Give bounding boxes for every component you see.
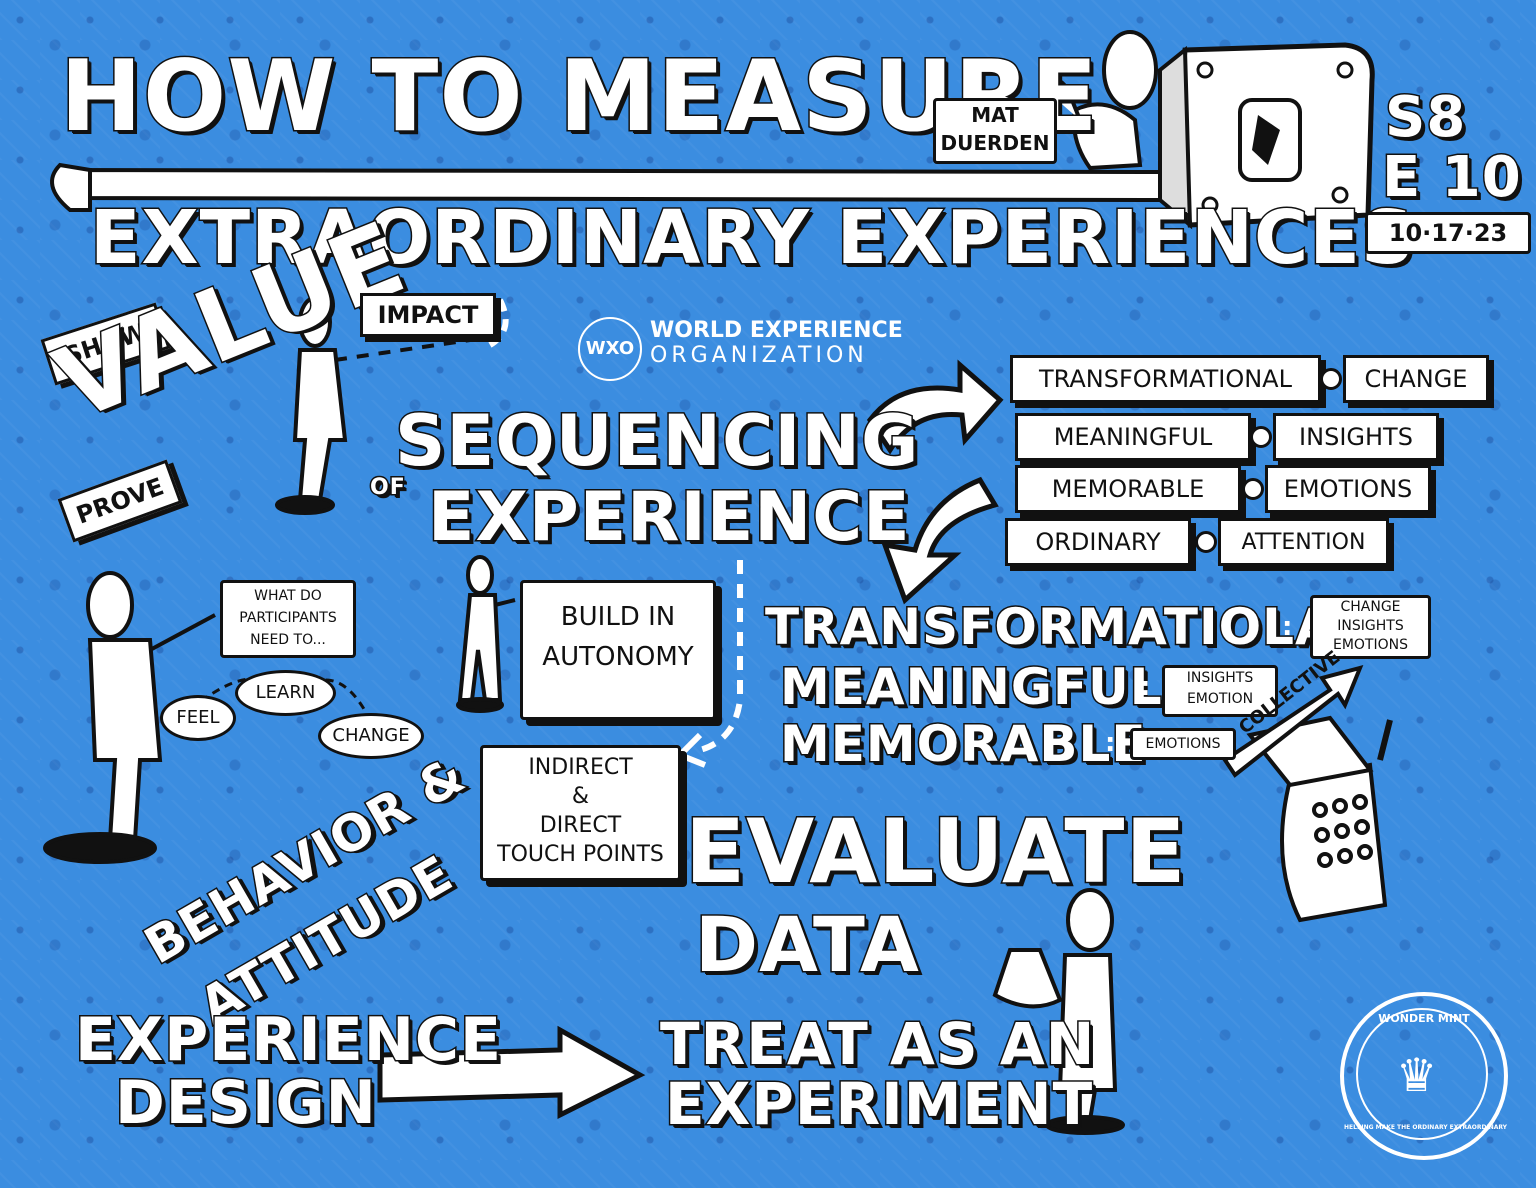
org-name-top: WORLD EXPERIENCE [650,318,903,343]
autonomy-line-2: AUTONOMY [542,642,694,672]
impact-label: IMPACT [360,293,496,337]
scientist-figure-icon [992,888,1125,1135]
level-memorable: MEMORABLE [1015,465,1241,513]
sitting-figure-icon [1038,30,1158,171]
experience-design-line-2: DESIGN [114,1067,378,1140]
outcome-memorable: MEMORABLE [779,714,1147,775]
outcome-separator: : [1282,612,1293,642]
level-ordinary: ORDINARY [1005,518,1191,566]
level-result-insights: INSIGHTS [1273,413,1439,461]
dashed-arrow-head [674,732,707,768]
outcome-meaningful: MEANINGFUL [779,657,1164,718]
tape-measure-hook [50,162,92,212]
data-word: DATA [694,899,921,991]
wxo-logo-icon: WXO [578,317,642,381]
of-word: OF [369,474,407,502]
episode-number: E 10 [1381,144,1523,212]
level-result-attention: ATTENTION [1218,518,1389,566]
evaluate-word: EVALUATE [683,799,1187,905]
note-change: CHANGE [1340,599,1401,615]
note-emotions: EMOTIONS [1332,637,1408,653]
sequencing-word: SEQUENCING [393,399,920,484]
experiment-line-1: TREAT AS AN [658,1009,1096,1080]
outcome-notes-1: CHANGE INSIGHTS EMOTIONS [1310,595,1431,659]
note-insights: INSIGHTS [1337,618,1404,634]
question-line-2: PARTICIPANTS [239,610,337,626]
question-line-3: NEED TO... [250,632,326,648]
pointing-figure-icon [275,296,471,515]
speaker-first-name: MAT [971,103,1019,127]
level-meaningful: MEANINGFUL [1015,413,1251,461]
title-line-1: HOW TO MEASURE [59,39,1100,156]
outcome-separator: : [1140,672,1151,702]
wonder-mint-logo-icon: ♛ [1396,1048,1438,1102]
link-dashes-2 [299,678,372,721]
tape-measure-case-icon [1158,42,1375,230]
standing-figure-icon [43,571,216,864]
title-line-2: EXTRAORDINARY EXPERIENCES [88,194,1416,283]
curved-arrow-down-icon [881,476,999,605]
outcome-transformational: TRANSFORMATIOLAL [764,597,1369,658]
speaker-last-name: DUERDEN [940,131,1050,155]
touchpoints-line-4: TOUCH POINTS [497,842,664,867]
note-emotion: EMOTION [1186,691,1254,707]
dashed-arc [488,298,509,348]
question-line-1: WHAT DO [254,588,322,604]
collective-arrow [1222,665,1364,778]
level-result-emotions: EMOTIONS [1265,465,1431,513]
touchpoints-board: INDIRECT & DIRECT TOUCH POINTS [480,745,681,881]
wonder-mint-badge: WONDER MINT ♛ HELPING MAKE THE ORDINARY … [1340,992,1508,1160]
experiment-line-2: EXPERIMENT [663,1069,1094,1140]
badge-bottom-text: HELPING MAKE THE ORDINARY EXTRAORDINARY [1344,1124,1508,1131]
level-dot [1250,426,1272,448]
curved-arrow-right-icon [866,359,1004,455]
touchpoints-line-2: & [571,784,590,809]
badge-top-text: WONDER MINT [1378,1012,1470,1025]
dashed-arrow [699,560,743,753]
learn-bubble: LEARN [235,670,336,716]
autonomy-board: BUILD IN AUTONOMY [520,580,716,720]
speaker-badge: MAT DUERDEN [933,98,1057,164]
touchpoints-line-3: DIRECT [539,813,622,838]
right-arrow-icon [377,1025,646,1120]
question-card: WHAT DO PARTICIPANTS NEED TO... [220,580,356,658]
level-transformational: TRANSFORMATIONAL [1010,355,1321,403]
touchpoints-line-1: INDIRECT [528,755,633,780]
level-dot [1242,478,1264,500]
season-number: S8 [1383,84,1467,152]
autonomy-line-1: BUILD IN [560,602,676,632]
level-result-change: CHANGE [1343,355,1489,403]
outcome-separator: : [1105,728,1116,758]
presenter-figure-icon [456,555,516,713]
outcome-notes-2: INSIGHTS EMOTION [1162,665,1278,717]
note-insights: INSIGHTS [1186,670,1254,686]
level-dot [1195,531,1217,553]
org-name-bottom: ORGANIZATION [650,343,868,368]
level-dot [1320,368,1342,390]
experience-design-line-1: EXPERIENCE [74,1004,503,1077]
experience-word: EXPERIENCE [427,477,912,559]
outcome-notes-3: EMOTIONS [1130,728,1236,760]
feel-bubble: FEEL [160,695,236,741]
change-bubble: CHANGE [318,713,424,759]
episode-date: 10·17·23 [1365,212,1531,254]
